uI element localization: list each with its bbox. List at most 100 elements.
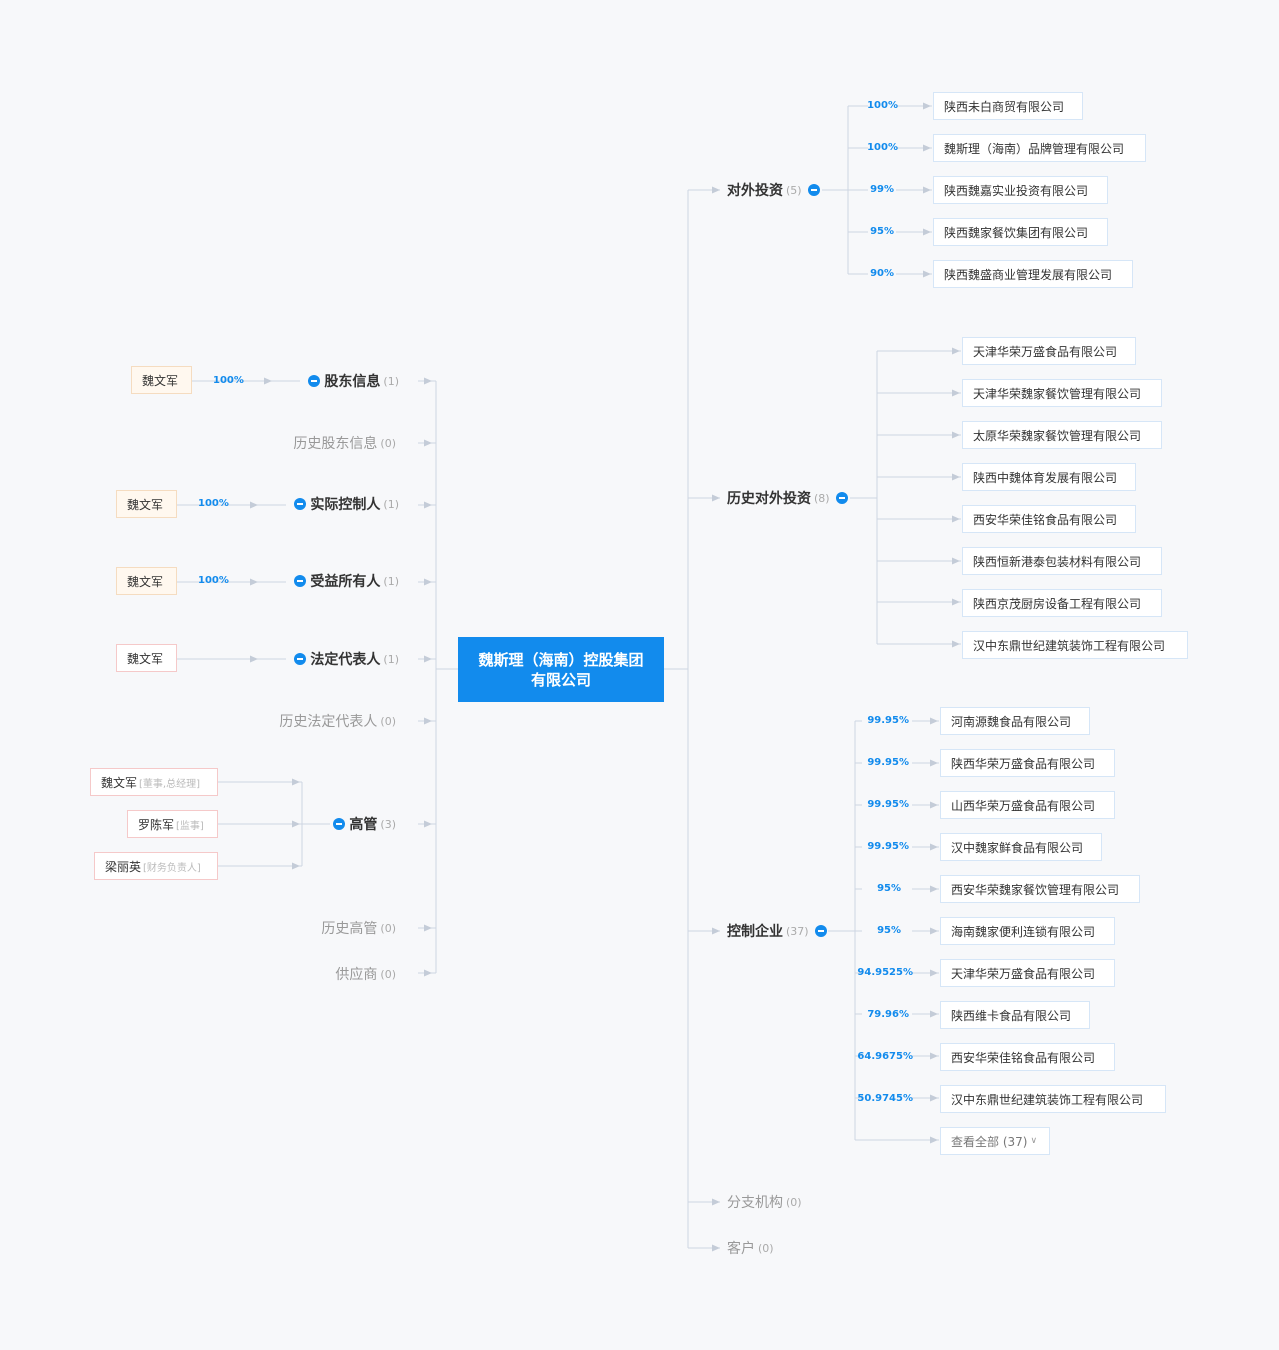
branch-customers[interactable]: 客户(0) bbox=[727, 1237, 774, 1259]
branch-actual-controller[interactable]: 实际控制人(1) bbox=[294, 493, 399, 515]
executive-name: 罗陈军 bbox=[138, 817, 175, 832]
controlled-company[interactable]: 西安华荣佳铭食品有限公司 bbox=[940, 1043, 1115, 1071]
view-all-label: 查看全部 (37) bbox=[951, 1134, 1028, 1149]
controlled-company[interactable]: 西安华荣魏家餐饮管理有限公司 bbox=[940, 875, 1140, 903]
legal-rep-person-box[interactable]: 魏文军 bbox=[116, 644, 177, 672]
branch-suppliers[interactable]: 供应商(0) bbox=[335, 963, 396, 985]
company-name: 陕西未白商贸有限公司 bbox=[944, 99, 1065, 114]
branch-history-investments[interactable]: 历史对外投资(8) bbox=[727, 487, 848, 509]
history-investment-company[interactable]: 陕西中魏体育发展有限公司 bbox=[962, 463, 1136, 491]
branch-count: (3) bbox=[380, 817, 396, 831]
center-company-node[interactable]: 魏斯理（海南）控股集团有限公司 bbox=[458, 637, 664, 702]
branch-count: (1) bbox=[383, 374, 399, 388]
branch-executives[interactable]: 高管(3) bbox=[333, 813, 396, 835]
collapse-toggle-icon[interactable] bbox=[814, 925, 827, 937]
controlled-pct: 95% bbox=[877, 925, 901, 936]
branch-count: (0) bbox=[380, 967, 396, 981]
branch-legal-rep[interactable]: 法定代表人(1) bbox=[294, 648, 399, 670]
executive-name: 魏文军 bbox=[101, 775, 138, 790]
investment-company[interactable]: 陕西魏盛商业管理发展有限公司 bbox=[933, 260, 1133, 288]
shareholder-person-name: 魏文军 bbox=[142, 373, 179, 388]
beneficiary-pct: 100% bbox=[198, 575, 229, 586]
branch-history-executives[interactable]: 历史高管(0) bbox=[321, 917, 396, 939]
company-name: 陕西魏家餐饮集团有限公司 bbox=[944, 225, 1089, 240]
branch-count: (8) bbox=[814, 491, 830, 505]
controlled-company[interactable]: 河南源魏食品有限公司 bbox=[940, 707, 1090, 735]
branch-count: (1) bbox=[383, 574, 399, 588]
controlled-pct: 79.96% bbox=[867, 1009, 909, 1020]
collapse-toggle-icon[interactable] bbox=[294, 498, 307, 510]
beneficiary-person-box[interactable]: 魏文军 bbox=[116, 567, 177, 595]
history-investment-company[interactable]: 天津华荣魏家餐饮管理有限公司 bbox=[962, 379, 1162, 407]
collapse-toggle-icon[interactable] bbox=[308, 375, 321, 387]
executive-item[interactable]: 梁丽英[财务负责人] bbox=[94, 852, 218, 880]
collapse-toggle-icon[interactable] bbox=[294, 653, 307, 665]
branch-history-shareholders[interactable]: 历史股东信息(0) bbox=[293, 432, 396, 454]
branch-count: (0) bbox=[380, 714, 396, 728]
investment-company[interactable]: 陕西魏家餐饮集团有限公司 bbox=[933, 218, 1108, 246]
controlled-company[interactable]: 汉中魏家鲜食品有限公司 bbox=[940, 833, 1102, 861]
controller-person-box[interactable]: 魏文军 bbox=[116, 490, 177, 518]
collapse-toggle-icon[interactable] bbox=[835, 492, 848, 504]
executive-item[interactable]: 罗陈军[监事] bbox=[127, 810, 218, 838]
controlled-company[interactable]: 陕西华荣万盛食品有限公司 bbox=[940, 749, 1115, 777]
legal-rep-person-name: 魏文军 bbox=[127, 651, 164, 666]
history-investment-company[interactable]: 西安华荣佳铭食品有限公司 bbox=[962, 505, 1136, 533]
branch-count: (1) bbox=[383, 497, 399, 511]
controlled-pct: 95% bbox=[877, 883, 901, 894]
company-name: 山西华荣万盛食品有限公司 bbox=[951, 798, 1096, 813]
branch-controlled-enterprises[interactable]: 控制企业(37) bbox=[727, 920, 827, 942]
shareholder-person-box[interactable]: 魏文军 bbox=[131, 366, 192, 394]
company-name: 陕西恒新港泰包装材料有限公司 bbox=[973, 554, 1142, 569]
controlled-company[interactable]: 陕西维卡食品有限公司 bbox=[940, 1001, 1090, 1029]
branch-label: 分支机构 bbox=[727, 1195, 783, 1211]
branch-beneficiary[interactable]: 受益所有人(1) bbox=[294, 570, 399, 592]
company-name: 西安华荣魏家餐饮管理有限公司 bbox=[951, 882, 1120, 897]
company-name: 太原华荣魏家餐饮管理有限公司 bbox=[973, 428, 1142, 443]
history-investment-company[interactable]: 汉中东鼎世纪建筑装饰工程有限公司 bbox=[962, 631, 1188, 659]
branch-label: 历史高管 bbox=[321, 921, 378, 937]
collapse-toggle-icon[interactable] bbox=[294, 575, 307, 587]
controlled-pct: 99.95% bbox=[867, 841, 909, 852]
controlled-pct: 64.9675% bbox=[857, 1051, 913, 1062]
history-investment-company[interactable]: 天津华荣万盛食品有限公司 bbox=[962, 337, 1136, 365]
controlled-company[interactable]: 海南魏家便利连锁有限公司 bbox=[940, 917, 1115, 945]
branch-branches[interactable]: 分支机构(0) bbox=[727, 1191, 802, 1213]
investment-pct: 90% bbox=[870, 268, 894, 279]
company-name: 河南源魏食品有限公司 bbox=[951, 714, 1072, 729]
history-investment-company[interactable]: 陕西京茂厨房设备工程有限公司 bbox=[962, 589, 1162, 617]
branch-investments[interactable]: 对外投资(5) bbox=[727, 179, 820, 201]
company-name: 海南魏家便利连锁有限公司 bbox=[951, 924, 1096, 939]
investment-company[interactable]: 陕西未白商贸有限公司 bbox=[933, 92, 1083, 120]
investment-company[interactable]: 陕西魏嘉实业投资有限公司 bbox=[933, 176, 1108, 204]
branch-label: 股东信息 bbox=[324, 374, 381, 390]
collapse-toggle-icon[interactable] bbox=[333, 818, 346, 830]
company-name: 陕西华荣万盛食品有限公司 bbox=[951, 756, 1096, 771]
investment-pct: 100% bbox=[867, 142, 898, 153]
company-name: 陕西中魏体育发展有限公司 bbox=[973, 470, 1118, 485]
executive-item[interactable]: 魏文军[董事,总经理] bbox=[90, 768, 218, 796]
executive-role: [监事] bbox=[176, 820, 204, 832]
company-name: 陕西魏盛商业管理发展有限公司 bbox=[944, 267, 1113, 282]
branch-label: 客户 bbox=[727, 1241, 755, 1257]
branch-count: (0) bbox=[380, 921, 396, 935]
controlled-company[interactable]: 天津华荣万盛食品有限公司 bbox=[940, 959, 1115, 987]
history-investment-company[interactable]: 太原华荣魏家餐饮管理有限公司 bbox=[962, 421, 1162, 449]
branch-shareholders[interactable]: 股东信息(1) bbox=[308, 370, 399, 392]
branch-label: 高管 bbox=[349, 817, 378, 833]
controlled-company[interactable]: 山西华荣万盛食品有限公司 bbox=[940, 791, 1115, 819]
investment-company[interactable]: 魏斯理（海南）品牌管理有限公司 bbox=[933, 134, 1146, 162]
branch-label: 受益所有人 bbox=[310, 574, 381, 590]
collapse-toggle-icon[interactable] bbox=[807, 184, 820, 196]
company-name: 魏斯理（海南）品牌管理有限公司 bbox=[944, 141, 1125, 156]
controlled-company[interactable]: 汉中东鼎世纪建筑装饰工程有限公司 bbox=[940, 1085, 1166, 1113]
history-investment-company[interactable]: 陕西恒新港泰包装材料有限公司 bbox=[962, 547, 1162, 575]
branch-count: (0) bbox=[758, 1241, 774, 1255]
branch-label: 历史对外投资 bbox=[727, 491, 811, 507]
view-all-button[interactable]: 查看全部 (37)∨ bbox=[940, 1127, 1050, 1155]
investment-pct: 100% bbox=[867, 100, 898, 111]
company-name: 天津华荣魏家餐饮管理有限公司 bbox=[973, 386, 1142, 401]
branch-history-legal-rep[interactable]: 历史法定代表人(0) bbox=[279, 710, 396, 732]
chevron-down-icon: ∨ bbox=[1030, 1136, 1038, 1146]
